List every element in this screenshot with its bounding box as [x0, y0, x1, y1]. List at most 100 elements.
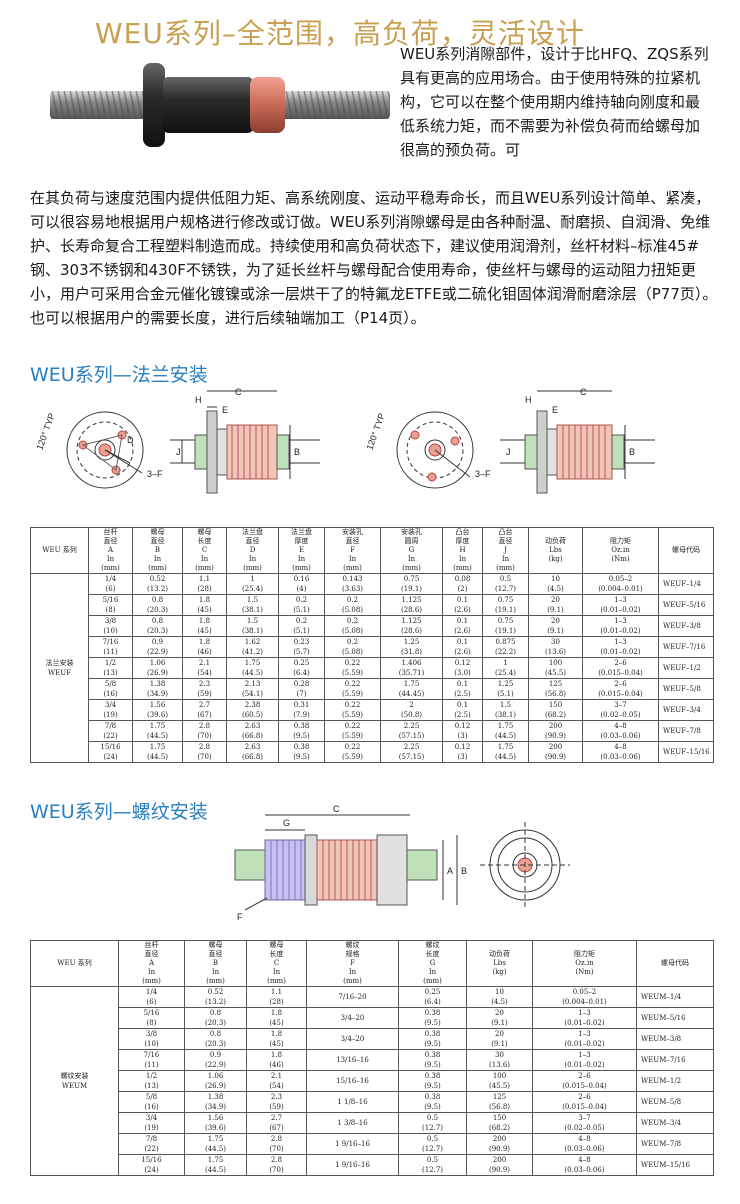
table-cell: 7/8(22)	[88, 720, 133, 742]
column-header-line: Oz.in	[575, 959, 594, 967]
cell-value: 2.25	[403, 722, 420, 730]
nut-code-cell: WEUF–7/16	[658, 636, 714, 658]
cell-value: 1.38	[149, 680, 166, 688]
cell-metric: (12.7)	[421, 1145, 444, 1153]
cell-metric: (28)	[269, 998, 284, 1006]
dim-c-thread: C	[333, 804, 340, 814]
cell-value: 1.56	[149, 701, 166, 709]
cell-metric: (2)	[457, 585, 468, 593]
nut-code-cell: WEUM–1/4	[636, 986, 714, 1008]
table-cell: 0.05–2(0.004–0.01)	[582, 573, 659, 595]
cell-value: 1–3	[578, 1051, 591, 1059]
cell-value: 0.5	[426, 1156, 439, 1164]
table-cell: 2.1(54)	[246, 1070, 307, 1092]
column-header-line: In	[458, 555, 467, 563]
cell-value: 1.125	[401, 596, 422, 604]
cell-metric: (0.03–0.06)	[564, 1166, 605, 1174]
cell-value: 100	[492, 1072, 507, 1080]
table-cell: 100(45.5)	[466, 1070, 533, 1092]
table-cell: 1–3(0.01–0.02)	[582, 636, 659, 658]
cell-metric: (0.02–0.05)	[600, 711, 641, 719]
column-header-line: 直径	[245, 537, 260, 545]
column-header-line: (mm)	[148, 564, 167, 572]
table-cell: 7/16(11)	[118, 1049, 185, 1071]
cell-value: 1.75	[149, 743, 166, 751]
table-cell: 2.8(70)	[182, 741, 227, 763]
table-cell: 7/8(22)	[118, 1133, 185, 1155]
cell-metric: (46)	[197, 648, 212, 656]
cell-value: 1.38	[207, 1093, 224, 1101]
cell-metric: (28.6)	[400, 606, 423, 614]
column-header-line: F	[350, 959, 355, 967]
nut-code-cell: WEUF–1/2	[658, 657, 714, 679]
table-cell: 1.38 (34.9)	[184, 1091, 247, 1113]
group-code: WEUF	[47, 669, 72, 677]
cell-value: 5/8	[104, 680, 117, 688]
cell-metric: (31.8)	[400, 648, 423, 656]
cell-metric: (5.59)	[341, 732, 364, 740]
cell-metric: (45)	[269, 1019, 284, 1027]
column-header-line: In	[272, 968, 281, 976]
table-cell: 200(90.9)	[466, 1154, 533, 1176]
cell-metric: (57.15)	[398, 732, 425, 740]
table-cell: 0.875(22.2)	[482, 636, 529, 658]
nut-code-cell: WEUF–5/8	[658, 678, 714, 700]
cell-metric: (0.01–0.02)	[600, 627, 641, 635]
cell-metric: (5.59)	[341, 753, 364, 761]
cell-value: 7/16	[143, 1051, 160, 1059]
cell-value: 15/16–16	[336, 1077, 369, 1085]
cell-metric: (44.5)	[494, 732, 517, 740]
column-header-line: In	[248, 555, 257, 563]
table-cell: 5/8(16)	[88, 678, 133, 700]
cell-metric: (28.6)	[400, 627, 423, 635]
cell-value: 0.8	[209, 1030, 222, 1038]
table-cell: 200(90.9)	[528, 720, 583, 742]
table-cell: 1.1(28)	[246, 986, 307, 1008]
cell-metric: (2.6)	[454, 648, 471, 656]
table-cell: 0.08(2)	[442, 573, 483, 595]
dim-h: H	[195, 395, 202, 405]
cell-metric: (22.9)	[204, 1061, 227, 1069]
cell-metric: (9.5)	[293, 753, 310, 761]
cell-metric: (22)	[103, 732, 118, 740]
cell-value: 1–3	[614, 638, 627, 646]
cell-value: 1.8	[198, 596, 211, 604]
thread-mount-drawing: C G A B F	[234, 804, 570, 922]
table-cell: 2.25 (57.15)	[380, 720, 443, 742]
cell-metric: (0.01–0.02)	[564, 1019, 605, 1027]
cell-metric: (68.2)	[544, 711, 567, 719]
nut-code-cell: WEUF–5/16	[658, 594, 714, 616]
table-cell: 15/16–16	[306, 1070, 399, 1092]
table-cell: 0.8(20.3)	[184, 1028, 247, 1050]
column-header-line: G	[408, 546, 415, 554]
dim-a: A	[447, 866, 453, 876]
series-header: WEU 系列	[30, 940, 119, 987]
cell-metric: (38.1)	[241, 606, 264, 614]
table-cell: 2.63(66.8)	[226, 741, 279, 763]
cell-value: 5/16	[102, 596, 119, 604]
cell-metric: (5.1)	[293, 627, 310, 635]
cell-value: 1.62	[244, 638, 261, 646]
table-cell: 0.28(7)	[278, 678, 325, 700]
table-cell: 1/2(13)	[88, 657, 133, 679]
table-cell: 1 9/16–16	[306, 1154, 399, 1176]
column-header-line: 螺母	[208, 941, 223, 949]
cell-value: 13/16–16	[336, 1056, 369, 1064]
group-label: 法兰安装	[45, 659, 74, 667]
cell-metric: (5.59)	[341, 711, 364, 719]
cell-metric: (34.9)	[204, 1103, 227, 1111]
cell-value: 0.05–2	[572, 988, 597, 996]
table-row: 3/4(19)1.56(39.6)2.7(67)2.38(60.5)0.31(7…	[31, 699, 714, 721]
cell-value: 1 1/8–16	[337, 1098, 368, 1106]
cell-metric: (26.9)	[146, 669, 169, 677]
cell-metric: (3.0)	[454, 669, 471, 677]
table-cell: 7/16(11)	[88, 636, 133, 658]
cell-value: 0.75	[497, 596, 514, 604]
cell-value: 2.1	[198, 659, 211, 667]
table-cell: 1.125(28.6)	[380, 615, 443, 637]
